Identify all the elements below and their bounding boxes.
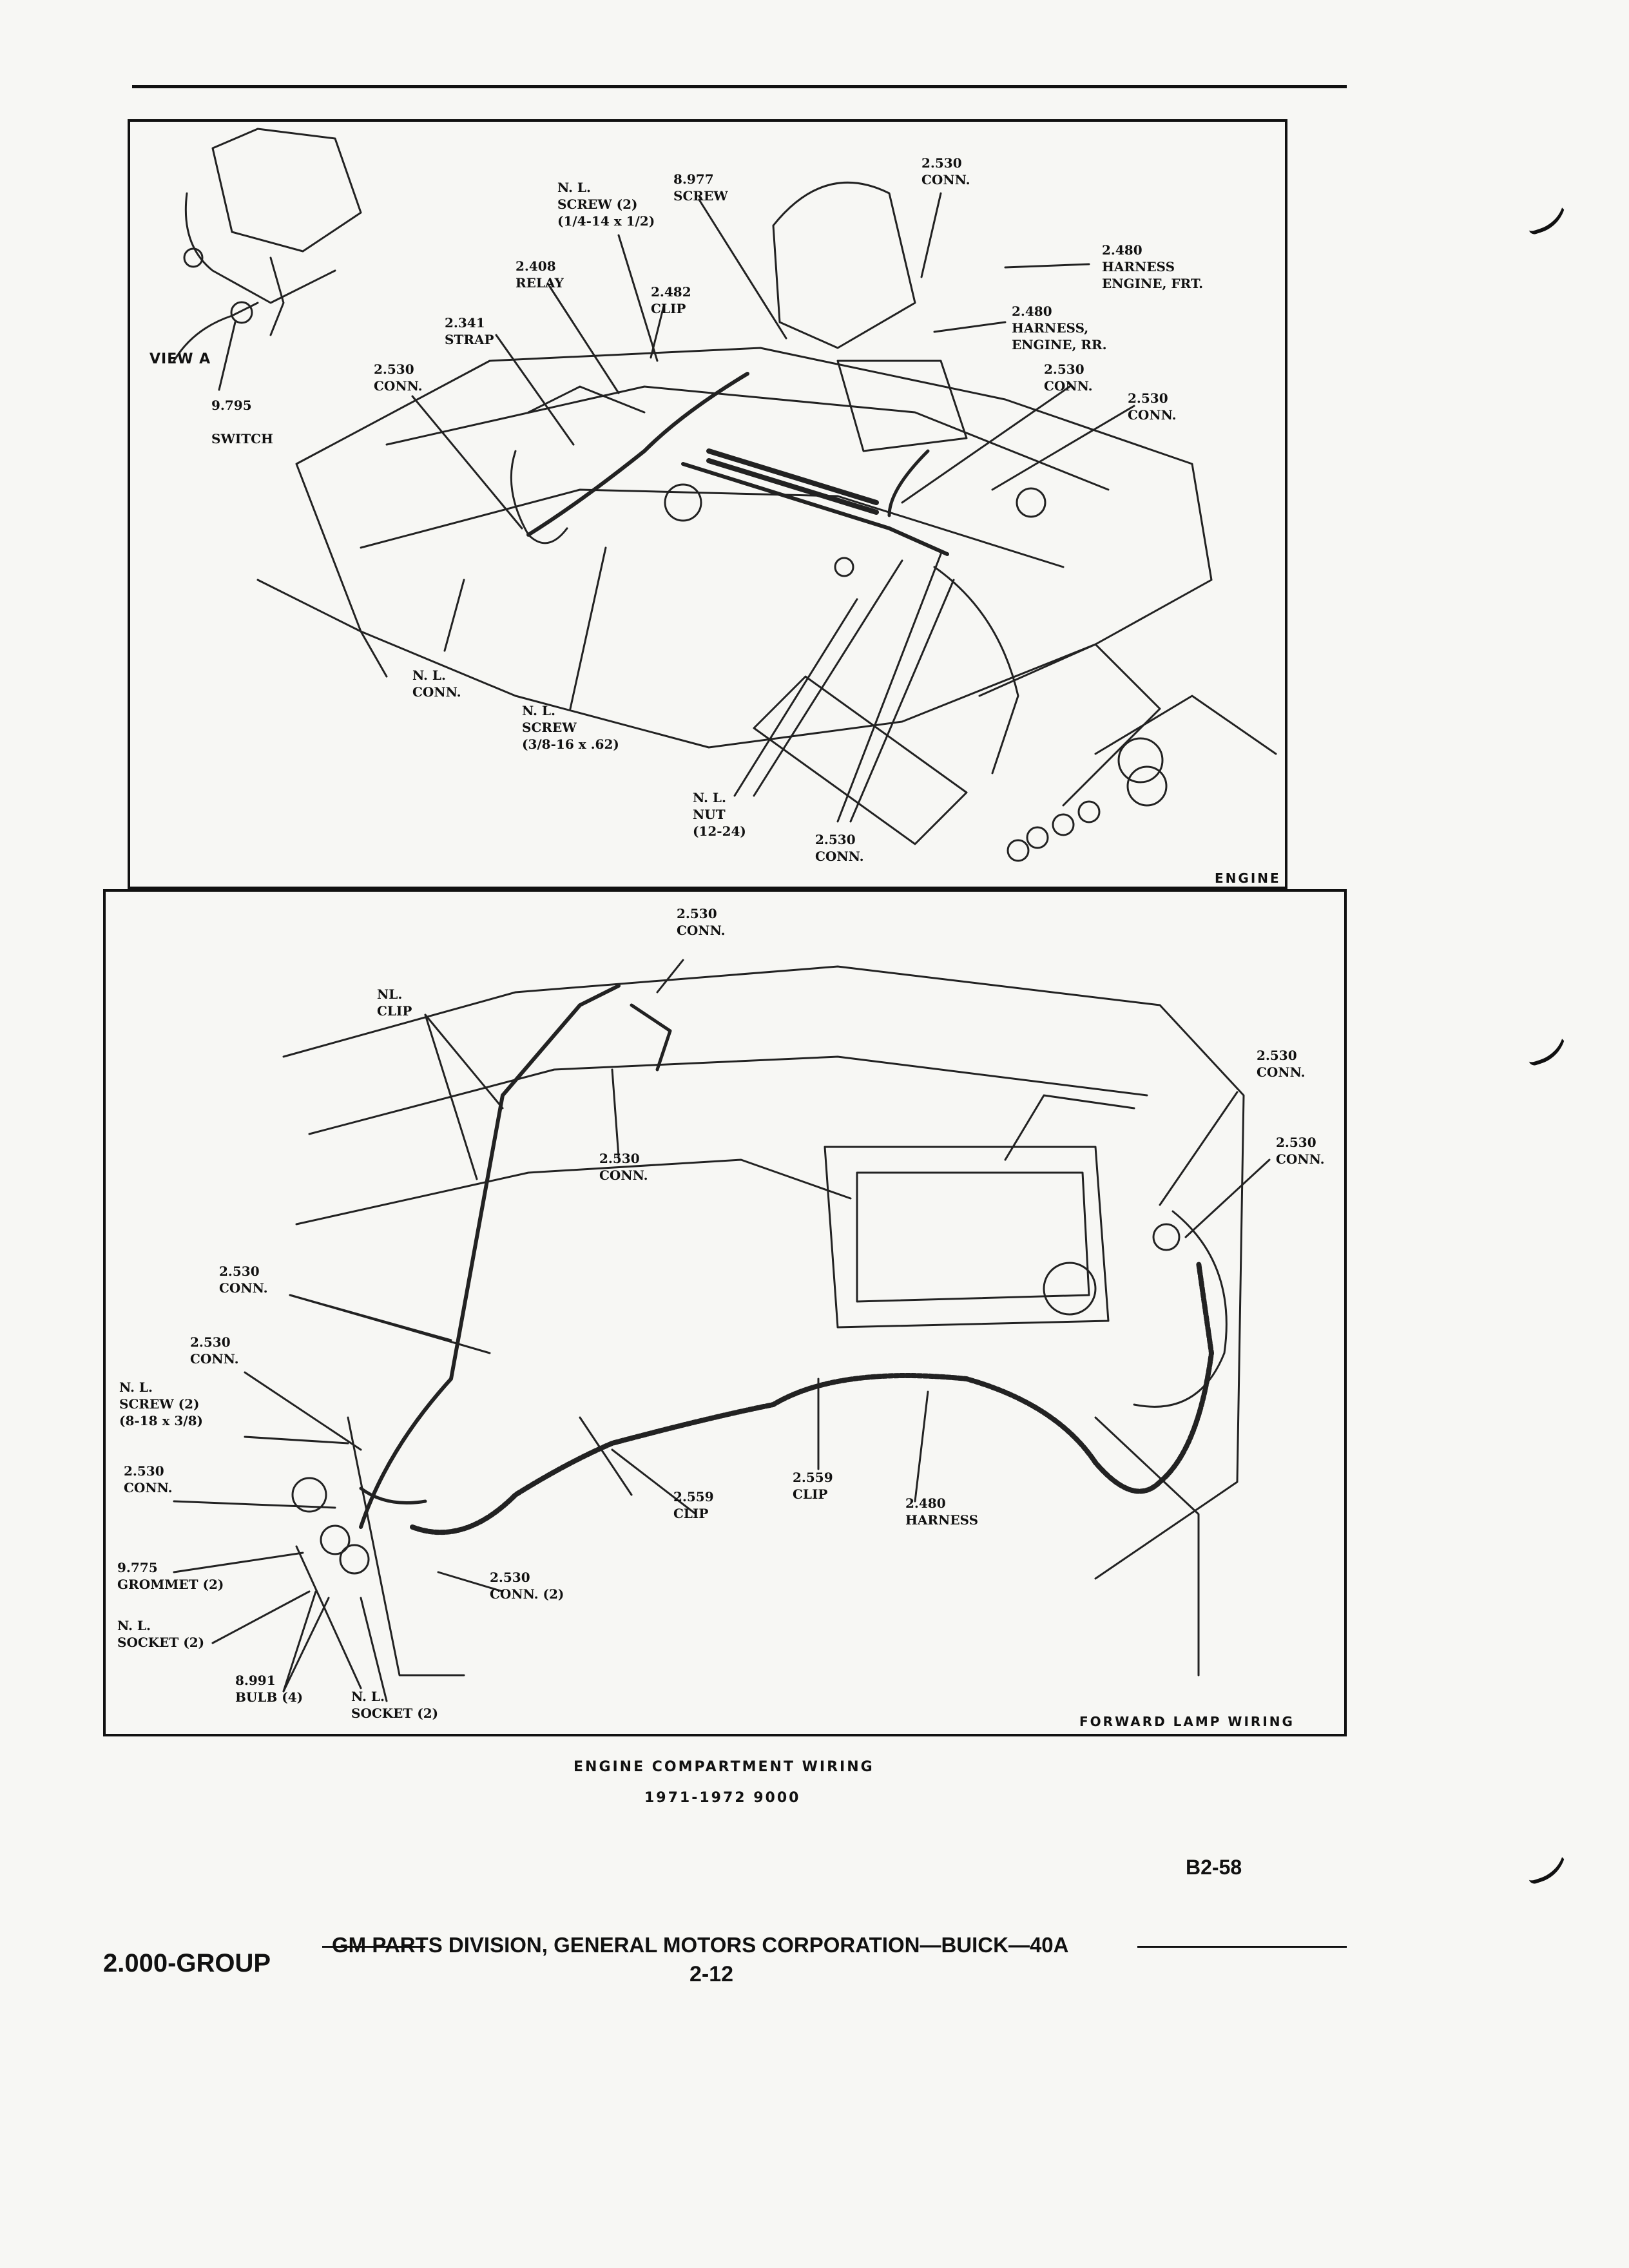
figure-title: ENGINE COMPARTMENT WIRING [574,1759,874,1775]
engine-panel-frame [128,119,1287,889]
top-rule [132,85,1347,88]
figure-subtitle: 1971-1972 9000 [644,1790,801,1806]
footer-group: 2.000-GROUP [103,1949,271,1977]
view-a-inset [173,128,362,362]
label-b-nl-socket-left: N. L.SOCKET (2) [117,1618,205,1650]
label-nl-conn: N. L.CONN. [412,668,461,700]
label-b-nl-clip: NL.CLIP [377,986,412,1019]
view-a-label: VIEW A [149,351,211,367]
label-nl-screw-2: N. L.SCREW (2)(1/4-14 x 1/2) [557,180,655,229]
label-nl-screw-38: N. L.SCREW(3/8-16 x .62) [522,703,619,752]
engine-panel-caption: ENGINE [1215,870,1281,886]
figure-code: B2-58 [1186,1856,1242,1879]
label-b-nl-screw: N. L.SCREW (2)(8-18 x 3/8) [119,1379,203,1428]
label-nl-nut: N. L.NUT(12-24) [693,790,746,839]
label-b-nl-socket-right: N. L.SOCKET (2) [351,1689,439,1721]
forward-lamp-panel-frame [103,889,1347,1736]
footer-page-number: 2-12 [689,1962,734,1986]
forward-lamp-panel-caption: FORWARD LAMP WIRING [1079,1714,1295,1729]
forward-lamp-art [282,965,1245,1689]
footer-rule-left [322,1946,425,1948]
footer-rule-right [1137,1946,1347,1948]
footer-publisher: GM PARTS DIVISION, GENERAL MOTORS CORPOR… [332,1933,1069,1957]
